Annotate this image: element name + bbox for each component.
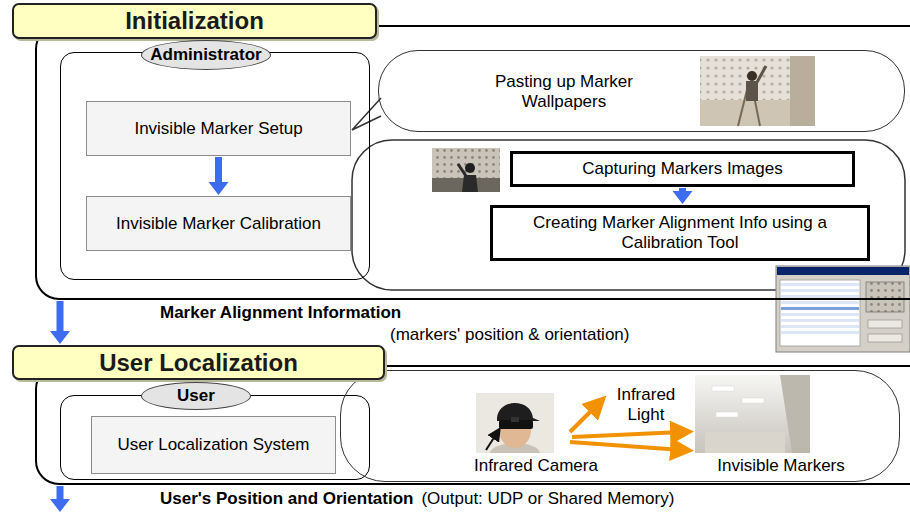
stage-tab: User Localization bbox=[12, 345, 385, 380]
callout-text-holder: Invisible Markers bbox=[691, 455, 871, 477]
stage-tab: Initialization bbox=[12, 3, 377, 39]
process-box: User Localization System bbox=[91, 416, 336, 474]
output-arrow bbox=[50, 486, 70, 512]
flow-arrow bbox=[209, 157, 229, 195]
stage-band: User LocalizationUserUser Localization S… bbox=[12, 345, 910, 485]
callout-text-holder: Infrared Light bbox=[606, 383, 686, 427]
infrared-arrows bbox=[570, 404, 682, 450]
callout-text: Invisible Markers bbox=[717, 456, 845, 476]
annotation-text: (Output: UDP or Shared Memory) bbox=[421, 489, 674, 509]
callout-tail bbox=[352, 98, 381, 130]
role-ellipse: Administrator bbox=[141, 40, 271, 70]
callout-bubble: Pasting up Marker Wallpapers bbox=[378, 50, 905, 132]
callout-text: Infrared Camera bbox=[474, 456, 598, 476]
role-ellipse: User bbox=[141, 382, 251, 410]
tool-screenshot bbox=[776, 266, 910, 352]
stage-title: User Localization bbox=[99, 349, 298, 377]
flow-arrow bbox=[673, 188, 693, 204]
callout-text: Infrared Light bbox=[606, 385, 686, 425]
box-label: Invisible Marker Calibration bbox=[116, 214, 321, 234]
role-group: UserUser Localization System bbox=[60, 395, 370, 480]
capture-photo bbox=[432, 148, 500, 192]
process-box: Invisible Marker Calibration bbox=[86, 196, 351, 251]
user-camera-photo bbox=[476, 393, 554, 453]
box-label: Invisible Marker Setup bbox=[134, 119, 302, 139]
role-name: Administrator bbox=[150, 45, 261, 65]
role-name: User bbox=[177, 386, 215, 406]
role-group: AdministratorInvisible Marker SetupInvis… bbox=[60, 52, 370, 280]
callout-text-holder: Pasting up Marker Wallpapers bbox=[469, 51, 659, 133]
wallpaper-photo bbox=[700, 56, 815, 126]
box-label: User Localization System bbox=[118, 435, 310, 455]
callout-text: Pasting up Marker Wallpapers bbox=[469, 72, 659, 112]
flow-arrow bbox=[50, 301, 70, 344]
callout-text-holder: Infrared Camera bbox=[456, 455, 616, 477]
edge-label: Marker Alignment Information bbox=[160, 303, 401, 323]
process-box: Capturing Markers Images bbox=[510, 151, 855, 187]
process-box: Creating Marker Alignment Info using a C… bbox=[490, 205, 870, 261]
annotation-text: User's Position and Orientation bbox=[160, 489, 413, 509]
stage-title: Initialization bbox=[125, 7, 264, 35]
annotation-text: (markers' position & orientation) bbox=[390, 325, 629, 345]
box-label: Creating Marker Alignment Info using a C… bbox=[515, 213, 845, 253]
leader-line bbox=[486, 433, 497, 450]
callout-bubble: Infrared LightInfrared Camera Invisible M… bbox=[340, 370, 900, 482]
process-box: Invisible Marker Setup bbox=[86, 101, 351, 156]
box-label: Capturing Markers Images bbox=[582, 159, 782, 179]
ceiling-markers-photo bbox=[695, 375, 810, 453]
output-row: User's Position and Orientation (Output: … bbox=[160, 489, 674, 509]
stage-band: InitializationAdministratorInvisible Mar… bbox=[12, 3, 910, 300]
